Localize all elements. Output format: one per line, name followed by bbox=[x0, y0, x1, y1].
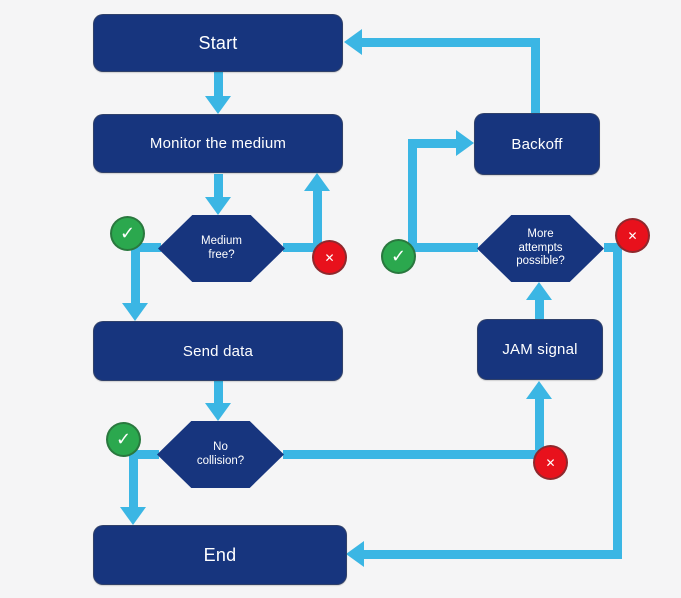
edge-segment bbox=[283, 243, 323, 252]
arrowhead-up-icon bbox=[304, 173, 330, 191]
node-backoff: Backoff bbox=[474, 113, 600, 175]
arrowhead-down-icon bbox=[120, 507, 146, 525]
edge-segment bbox=[364, 550, 622, 559]
node-label: Backoff bbox=[511, 135, 563, 153]
node-label: End bbox=[203, 544, 237, 565]
node-end: End bbox=[93, 525, 347, 585]
node-start: Start bbox=[93, 14, 343, 72]
node-label-line: More bbox=[527, 227, 554, 240]
edge-segment bbox=[531, 38, 540, 114]
arrowhead-down-icon bbox=[205, 197, 231, 215]
node-label: Send data bbox=[182, 342, 254, 360]
no-badge: ✕ bbox=[615, 218, 650, 253]
edge-segment bbox=[535, 399, 544, 459]
edge-segment bbox=[214, 381, 223, 405]
node-label-line: collision? bbox=[196, 454, 245, 467]
node-label-line: No bbox=[213, 440, 228, 453]
node-label-line: free? bbox=[208, 248, 235, 261]
edge-segment bbox=[313, 191, 322, 252]
edge-segment bbox=[129, 450, 138, 508]
arrowhead-down-icon bbox=[205, 96, 231, 114]
check-icon: ✓ bbox=[115, 429, 132, 449]
yes-badge: ✓ bbox=[106, 422, 141, 457]
node-label: Start bbox=[198, 32, 238, 53]
node-medium-free: Medium free? bbox=[158, 215, 285, 282]
edge-segment bbox=[362, 38, 540, 47]
edge-segment bbox=[214, 72, 223, 98]
node-label-line: possible? bbox=[516, 255, 565, 268]
edge-segment bbox=[408, 243, 478, 252]
arrowhead-up-icon bbox=[526, 282, 552, 300]
edge-segment bbox=[131, 243, 140, 304]
check-icon: ✓ bbox=[390, 246, 407, 266]
no-badge: ✕ bbox=[533, 445, 568, 480]
no-badge: ✕ bbox=[312, 240, 347, 275]
edge-segment bbox=[408, 139, 417, 252]
edge-segment bbox=[214, 174, 223, 199]
arrowhead-left-icon bbox=[346, 541, 364, 567]
node-no-collision: No collision? bbox=[157, 421, 284, 488]
edge-segment bbox=[408, 139, 458, 148]
yes-badge: ✓ bbox=[381, 239, 416, 274]
node-monitor-the-medium: Monitor the medium bbox=[93, 114, 343, 173]
node-label-line: Medium bbox=[201, 234, 242, 247]
yes-badge: ✓ bbox=[110, 216, 145, 251]
arrowhead-left-icon bbox=[344, 29, 362, 55]
edge-segment bbox=[535, 300, 544, 320]
edge-segment bbox=[129, 450, 159, 459]
node-label-line: attempts bbox=[518, 241, 563, 254]
node-label: JAM signal bbox=[502, 341, 578, 358]
arrowhead-down-icon bbox=[205, 403, 231, 421]
arrowhead-up-icon bbox=[526, 381, 552, 399]
check-icon: ✓ bbox=[119, 223, 136, 243]
arrowhead-right-icon bbox=[456, 130, 474, 156]
edge-segment bbox=[613, 243, 622, 559]
arrowhead-down-icon bbox=[122, 303, 148, 321]
edge-segment bbox=[283, 450, 555, 459]
cross-icon: ✕ bbox=[324, 250, 335, 265]
node-more-attempts-possible: More attempts possible? bbox=[477, 215, 604, 282]
edge-segment bbox=[131, 243, 161, 252]
node-jam-signal: JAM signal bbox=[477, 319, 603, 380]
node-send-data: Send data bbox=[93, 321, 343, 381]
cross-icon: ✕ bbox=[545, 455, 556, 470]
cross-icon: ✕ bbox=[627, 228, 638, 243]
node-label: Monitor the medium bbox=[149, 135, 287, 152]
